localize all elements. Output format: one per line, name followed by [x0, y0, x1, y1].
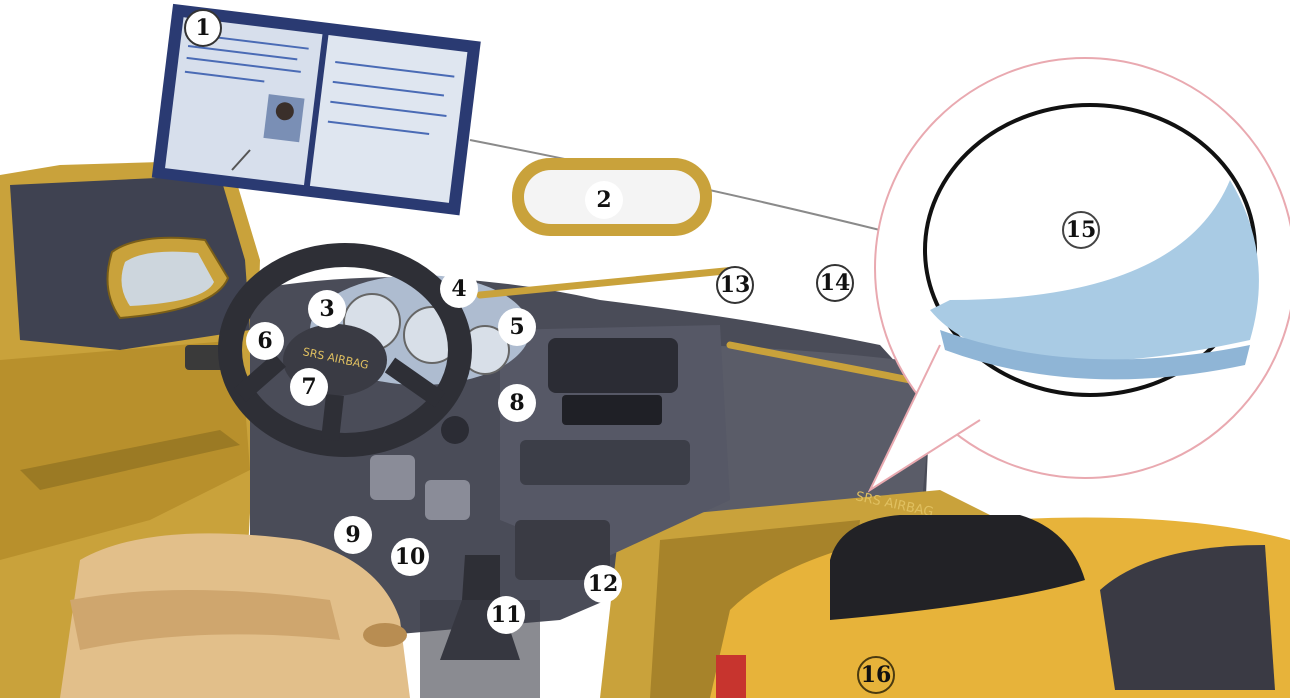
- callout-11: 11: [487, 596, 525, 634]
- wiper-left: [480, 270, 735, 295]
- callout-3: 3: [308, 290, 346, 328]
- callout-1: 1: [184, 9, 222, 47]
- callout-6: 6: [246, 322, 284, 360]
- callout-10: 10: [391, 538, 429, 576]
- callout-7: 7: [290, 368, 328, 406]
- callout-12: 12: [584, 565, 622, 603]
- callout-15: 15: [1062, 211, 1100, 249]
- callout-5: 5: [498, 308, 536, 346]
- callout-2: 2: [585, 181, 623, 219]
- airbag-zoom: [870, 58, 1290, 490]
- callout-9: 9: [334, 516, 372, 554]
- ignition-switch: [441, 416, 469, 444]
- callout-14: 14: [816, 264, 854, 302]
- callout-8: 8: [498, 384, 536, 422]
- callout-4: 4: [440, 270, 478, 308]
- accelerator-pedal: [425, 480, 470, 520]
- brake-pedal: [370, 455, 415, 500]
- callout-13: 13: [716, 266, 754, 304]
- callout-16: 16: [857, 656, 895, 694]
